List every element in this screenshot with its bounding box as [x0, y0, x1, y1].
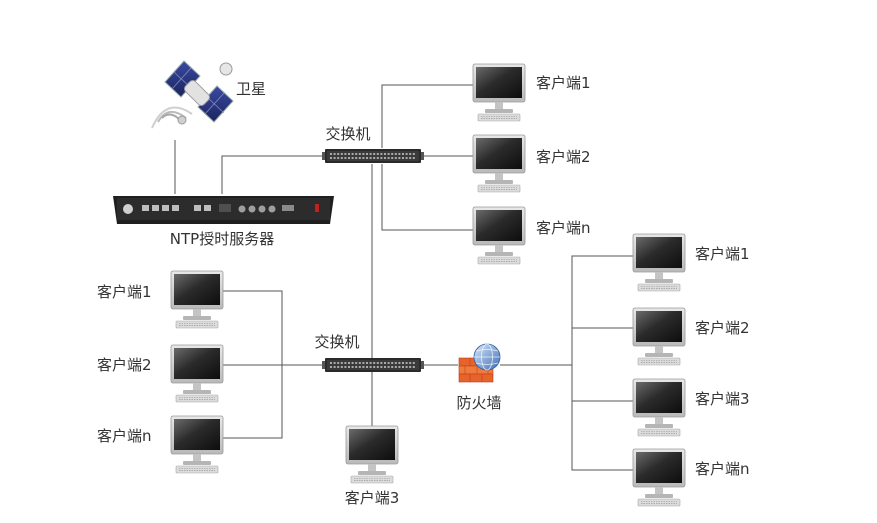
- satellite-icon: [151, 60, 234, 129]
- client-right-3-label: 客户端3: [695, 390, 750, 408]
- switch-bottom-label: 交换机: [314, 333, 360, 351]
- firewall-icon: [458, 343, 501, 383]
- link-server-switch-top: [221, 155, 325, 194]
- client-top-1-icon: [472, 63, 526, 122]
- switch-top-label: 交换机: [325, 125, 371, 143]
- client-right-2-icon: [632, 307, 686, 366]
- ntp-server-icon: [113, 196, 334, 224]
- firewall-label: 防火墙: [456, 394, 502, 412]
- client-left-n-label: 客户端n: [97, 427, 152, 445]
- client-left-n-icon: [170, 415, 224, 474]
- client-right-n-icon: [632, 448, 686, 507]
- link-right-trunk: [571, 255, 633, 471]
- client-bottom-label: 客户端3: [344, 489, 400, 507]
- client-top-1-label: 客户端1: [536, 74, 591, 92]
- client-top-2-label: 客户端2: [536, 148, 591, 166]
- ntp-server-label: NTP授时服务器: [169, 230, 275, 248]
- client-left-1-label: 客户端1: [97, 283, 152, 301]
- client-left-2-label: 客户端2: [97, 356, 152, 374]
- link-switch-client-top-n: [381, 164, 475, 231]
- client-bottom-3-icon: [345, 425, 399, 484]
- client-left-2-icon: [170, 344, 224, 403]
- client-top-n-label: 客户端n: [536, 219, 591, 237]
- connection-lines: [174, 84, 633, 471]
- client-right-3-icon: [632, 378, 686, 437]
- satellite-label: 卫星: [236, 80, 267, 98]
- switch-top-icon: [321, 148, 425, 164]
- client-right-2-label: 客户端2: [695, 319, 750, 337]
- client-right-n-label: 客户端n: [695, 460, 750, 478]
- client-left-1-icon: [170, 270, 224, 329]
- client-top-n-icon: [472, 206, 526, 265]
- switch-bottom-icon: [321, 357, 425, 373]
- client-top-2-icon: [472, 134, 526, 193]
- link-switch-client-top-1: [381, 84, 475, 148]
- client-right-1-label: 客户端1: [695, 245, 750, 263]
- client-right-1-icon: [632, 233, 686, 292]
